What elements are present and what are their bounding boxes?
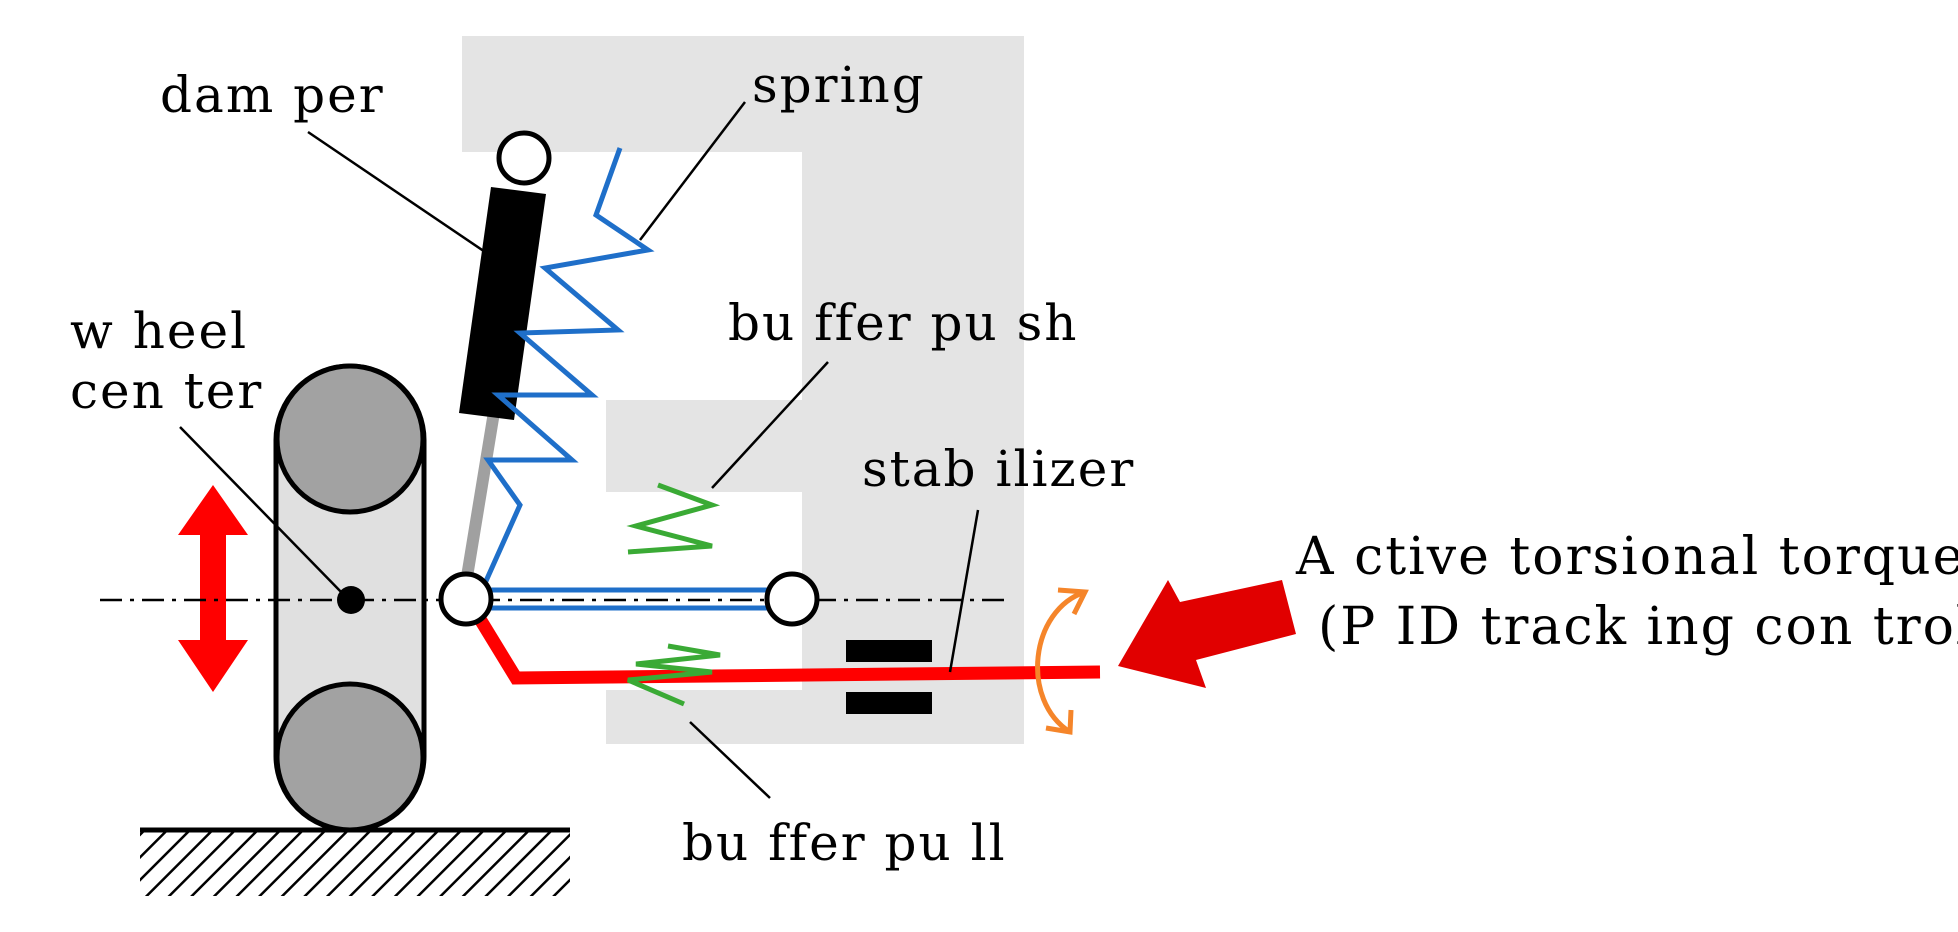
- spring-leader: [639, 101, 746, 241]
- damper-body: [459, 187, 546, 420]
- buffer-push-leader: [711, 361, 829, 489]
- stabilizer-leader: [948, 509, 980, 673]
- wheel-center-dot: [337, 586, 365, 614]
- spring-label: spring: [752, 56, 926, 114]
- buffer-pull-spring: [627, 643, 721, 707]
- active-torque-label-line2: (P ID track ing con trol): [1318, 597, 1958, 657]
- inner-joint: [764, 571, 820, 627]
- vertical-motion-arrow-icon: [178, 485, 248, 692]
- coil-spring: [479, 147, 655, 592]
- damper-leader: [307, 130, 495, 260]
- wheel-center-label-line1: w heel: [70, 302, 248, 360]
- torque-input-arrow-icon: [1118, 580, 1296, 688]
- rotation-arrow-icon: [1035, 587, 1089, 735]
- buffer-pull-label: bu ffer pu ll: [682, 814, 1007, 872]
- body-frame: [462, 36, 1024, 744]
- buffer-push-spring: [626, 482, 721, 555]
- stabilizer-label: stab ilizer: [862, 440, 1135, 498]
- stabilizer-bushing-upper: [846, 640, 932, 662]
- buffer-push-label: bu ffer pu sh: [728, 294, 1078, 352]
- active-torque-label-line1: A ctive torsional torque: [1295, 527, 1958, 587]
- wheel-center-leader: [179, 426, 346, 597]
- stabilizer-bar: [466, 602, 1101, 685]
- upper-link: [478, 587, 776, 611]
- damper-rod: [458, 399, 502, 596]
- damper-label: dam per: [160, 66, 385, 124]
- ground-hatch: [140, 830, 570, 896]
- lower-joint: [438, 571, 494, 627]
- wheel-center-label-line2: cen ter: [70, 362, 263, 420]
- buffer-pull-leader: [689, 721, 771, 799]
- damper-top-mount: [496, 130, 552, 186]
- stabilizer-bushing-lower: [846, 692, 932, 714]
